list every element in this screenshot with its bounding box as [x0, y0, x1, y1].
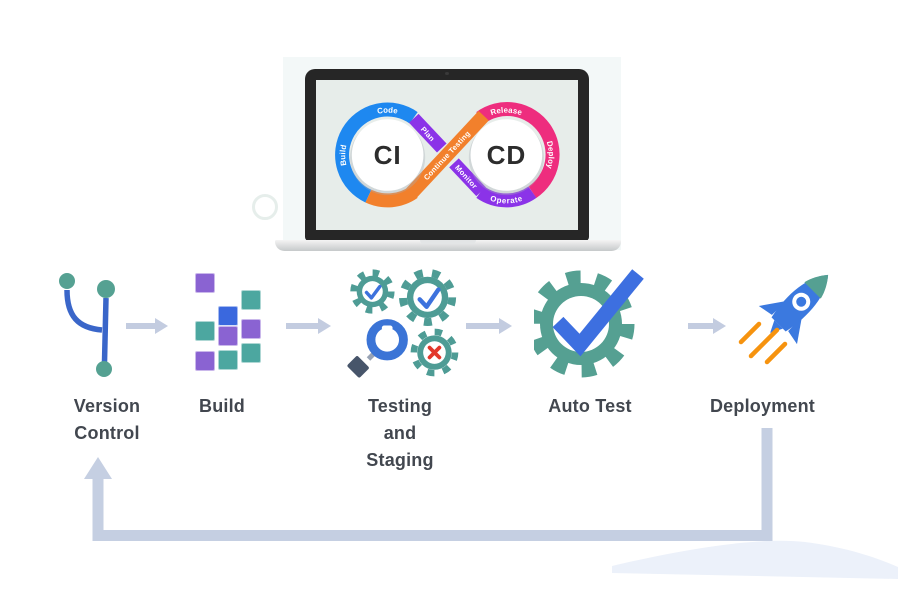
gear-checkmark-icon: [534, 258, 646, 380]
cd-badge: CD: [468, 119, 544, 196]
cicd-infinity-loop-diagram: Build Code Release Deploy Operate Plan M…: [335, 102, 560, 208]
monitor-ribbon: [449, 158, 486, 197]
svg-text:Deploy: Deploy: [545, 140, 556, 171]
ci-label: CI: [374, 140, 402, 170]
arrow-tail: [688, 323, 715, 329]
loop-label-deploy: Deploy: [545, 140, 556, 171]
rocket-icon: [737, 260, 837, 378]
stage-label-version-control: Version Control: [73, 396, 141, 443]
cd-purple-arc: [476, 186, 537, 208]
loop-label-build: Build: [338, 144, 348, 167]
gear-check-small-icon: [350, 269, 395, 314]
loop-label-operate: Operate: [489, 193, 523, 205]
laptop-screen: Build Code Release Deploy Operate Plan M…: [316, 80, 578, 230]
arrow-up-icon: [84, 457, 112, 479]
ci-badge: CI: [350, 119, 426, 196]
arrow-head: [155, 318, 168, 334]
speed-lines-icon: [738, 321, 788, 365]
arrow-head: [318, 318, 331, 334]
loop-label-code: Code: [376, 105, 398, 115]
git-branch-icon: [50, 268, 122, 380]
loop-label-release: Release: [489, 105, 523, 117]
stage-label-testing-staging: Testing and Staging: [366, 396, 434, 470]
webcam-dot-icon: [445, 72, 449, 75]
laptop-base: [275, 240, 621, 251]
flow-arrow-icon: [286, 318, 331, 334]
testing-gears-icon: [336, 260, 464, 388]
laptop-notch: [420, 240, 476, 244]
gear-check-medium-icon: [399, 268, 457, 326]
stage-label-auto-test: Auto Test: [548, 396, 632, 416]
continuous-testing-ribbon: [405, 110, 489, 200]
stage-label-build: Build: [199, 396, 245, 416]
svg-text:Operate: Operate: [489, 193, 523, 205]
rocket-nose: [804, 274, 829, 299]
decorative-circle: [252, 194, 278, 220]
cd-pink-arc: [476, 102, 560, 199]
magnifier-icon: [347, 319, 408, 378]
svg-text:Build: Build: [338, 144, 348, 167]
svg-text:Code: Code: [376, 105, 399, 115]
plan-ribbon: [409, 113, 447, 153]
cd-label: CD: [487, 140, 527, 170]
arrow-head: [713, 318, 726, 334]
ci-blue-arc: [335, 102, 418, 203]
flow-arrow-icon: [466, 318, 512, 334]
arrow-head: [499, 318, 512, 334]
arrow-tail: [466, 323, 501, 329]
flow-arrow-icon: [126, 318, 168, 334]
wave-shape: [612, 540, 898, 579]
build-blocks-icon: [195, 273, 265, 373]
flow-arrow-icon: [688, 318, 726, 334]
ci-orange-arc: [365, 186, 418, 208]
gear-error-icon: [410, 328, 459, 377]
checkmark-icon: [552, 269, 644, 357]
arrow-tail: [286, 323, 320, 329]
svg-text:Release: Release: [489, 105, 524, 117]
arrow-tail: [126, 323, 157, 329]
stage-label-deployment: Deployment: [709, 396, 816, 416]
